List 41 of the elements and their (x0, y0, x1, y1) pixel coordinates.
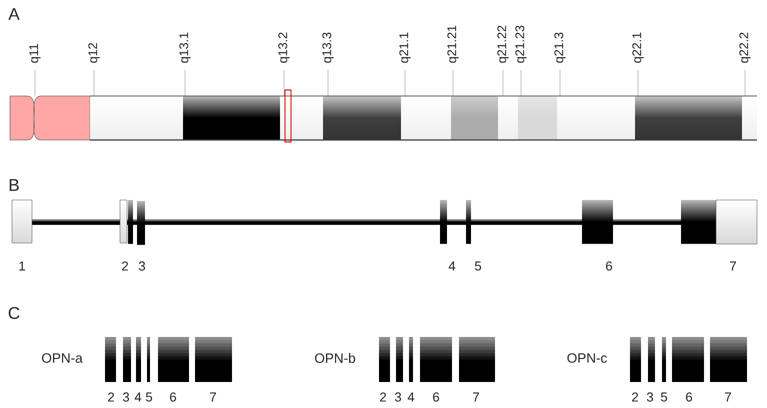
band-label: q22.2 (739, 32, 751, 63)
exon-number: 1 (19, 262, 25, 270)
band-label: q13.2 (278, 32, 290, 63)
panel-label: C (8, 306, 20, 320)
band-label: q21.21 (447, 26, 459, 63)
exon-number: 6 (686, 392, 692, 402)
band-label: q21.23 (515, 26, 527, 63)
exon-number: 6 (606, 261, 612, 271)
exon-number: 4 (448, 262, 456, 270)
exon-number: 4 (134, 392, 142, 402)
exon-number: 4 (408, 392, 414, 402)
exon-number: 5 (474, 261, 482, 271)
band-label: q22.1 (632, 32, 644, 63)
exon-number: 2 (122, 261, 128, 271)
isoform-label: OPN-b (315, 353, 356, 363)
band-label: q21.22 (497, 26, 509, 63)
isoform-label: OPN-c (567, 353, 607, 363)
band-label: q21.3 (554, 32, 566, 63)
exon-number: 2 (632, 392, 638, 402)
exon-number: 2 (380, 392, 386, 402)
band-label: q13.1 (179, 32, 191, 63)
exon-number: 7 (730, 262, 736, 270)
band-label: q12 (88, 43, 100, 63)
isoform-label: OPN-a (42, 353, 83, 363)
exon-number: 3 (646, 392, 654, 402)
exon-number: 3 (394, 392, 402, 402)
band-label: q11 (29, 44, 41, 63)
panel-label: A (8, 8, 20, 20)
exon-number: 6 (433, 392, 440, 402)
band-label: q13.3 (322, 32, 334, 63)
exon-number: 7 (725, 392, 731, 402)
panel-label: B (10, 179, 19, 191)
exon-number: 7 (473, 392, 479, 402)
exon-number: 7 (210, 392, 216, 402)
exon-number: 3 (138, 261, 146, 271)
exon-number: 5 (146, 392, 152, 402)
exon-number: 3 (122, 392, 130, 402)
exon-number: 5 (660, 392, 668, 402)
exon-number: 2 (108, 392, 114, 402)
band-label: q21.1 (399, 32, 411, 63)
exon-number: 6 (170, 392, 176, 402)
